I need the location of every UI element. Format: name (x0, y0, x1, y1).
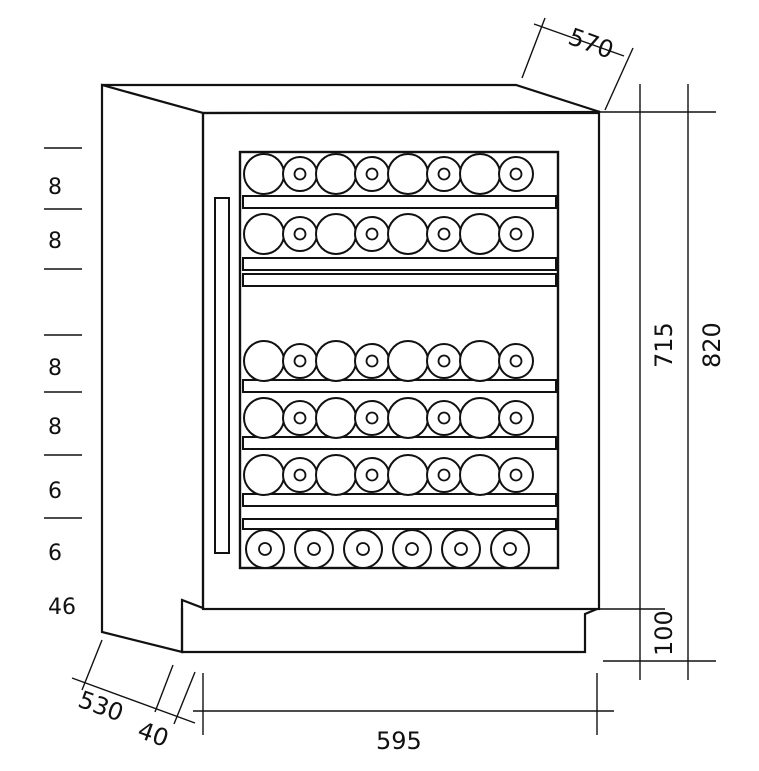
dim-530-ext-left (81, 639, 103, 691)
bottle-cork (405, 542, 419, 556)
shelf-rail (242, 257, 557, 271)
dim-820-label: 820 (698, 322, 726, 368)
bottle-base (459, 213, 501, 255)
cabinet (100, 83, 601, 654)
bottle-base (387, 397, 429, 439)
bottle-base (315, 340, 357, 382)
capacity-label-shelf-2: 8 (48, 229, 62, 254)
bottle-base (315, 213, 357, 255)
cabinet-side-panel (100, 83, 205, 654)
bottle-cork (293, 354, 307, 368)
bottle-base (315, 153, 357, 195)
bottle-cork (509, 468, 523, 482)
bottle-base (315, 454, 357, 496)
dim-570-ext-right (604, 47, 634, 111)
capacity-label-shelf-1: 8 (48, 175, 62, 200)
capacity-label-shelf-4: 8 (48, 415, 62, 440)
dimension-lines (44, 17, 716, 735)
bottle-base (459, 397, 501, 439)
shelf-capacity-labels: 8 8 8 8 6 6 46 (48, 175, 76, 620)
bottle-cork (356, 542, 370, 556)
capacity-label-shelf-6: 6 (48, 541, 62, 566)
shelves-group (242, 153, 557, 569)
plinth (180, 607, 598, 654)
bottle-base (387, 153, 429, 195)
dimension-labels: 570 715 820 100 595 530 40 (75, 23, 726, 755)
bottle-base (459, 340, 501, 382)
bottle-cork (293, 227, 307, 241)
door-handle (214, 197, 230, 554)
bottle-base (387, 213, 429, 255)
bottle-base (387, 454, 429, 496)
bottle-base (243, 397, 285, 439)
bottle-cork (509, 354, 523, 368)
capacity-separators (44, 147, 82, 519)
dim-40-ext (173, 671, 196, 725)
bottle-cork (365, 227, 379, 241)
bottle-base (387, 340, 429, 382)
bottle-cork (365, 468, 379, 482)
dim-570-ext-left (521, 17, 546, 79)
bottle-cork (437, 411, 451, 425)
bottle-cork (509, 411, 523, 425)
bottle-cork (258, 542, 272, 556)
bottle-cork (293, 411, 307, 425)
shelf-rail (242, 518, 557, 530)
capacity-label-shelf-5: 6 (48, 479, 62, 504)
dim-530-ext-right (154, 664, 174, 713)
dim-530-label: 530 (75, 685, 128, 727)
dim-40-label: 40 (134, 716, 172, 753)
bottle-cork (437, 354, 451, 368)
dim-570-label: 570 (565, 23, 618, 65)
bottle-cork (437, 167, 451, 181)
door-glass (238, 150, 560, 570)
bottle-cork (437, 468, 451, 482)
bottle-base (243, 454, 285, 496)
bottle-base (243, 213, 285, 255)
capacity-total-label: 46 (48, 595, 76, 620)
dim-530-line (71, 677, 196, 724)
bottle-base (243, 153, 285, 195)
bottle-cork (454, 542, 468, 556)
bottle-cork (365, 354, 379, 368)
shelf-rail (242, 195, 557, 209)
dim-570-line (533, 23, 625, 57)
cabinet-top-panel (102, 83, 601, 115)
bottle-cork (293, 468, 307, 482)
bottle-cork (509, 167, 523, 181)
bottle-base (243, 340, 285, 382)
bottle-cork (307, 542, 321, 556)
shelf-rail (242, 273, 557, 287)
shelf-rail (242, 436, 557, 450)
bottle-cork (293, 167, 307, 181)
dim-100-label: 100 (650, 610, 678, 656)
bottle-cork (365, 167, 379, 181)
capacity-label-shelf-3: 8 (48, 356, 62, 381)
door-frame (201, 111, 601, 611)
bottle-base (459, 153, 501, 195)
dim-595-label: 595 (376, 727, 422, 755)
bottle-cork (437, 227, 451, 241)
bottle-cork (503, 542, 517, 556)
bottle-cork (509, 227, 523, 241)
bottle-cork (365, 411, 379, 425)
bottle-base (315, 397, 357, 439)
shelf-rail (242, 493, 557, 507)
shelf-rail (242, 379, 557, 393)
bottle-base (459, 454, 501, 496)
dim-715-label: 715 (650, 322, 678, 368)
